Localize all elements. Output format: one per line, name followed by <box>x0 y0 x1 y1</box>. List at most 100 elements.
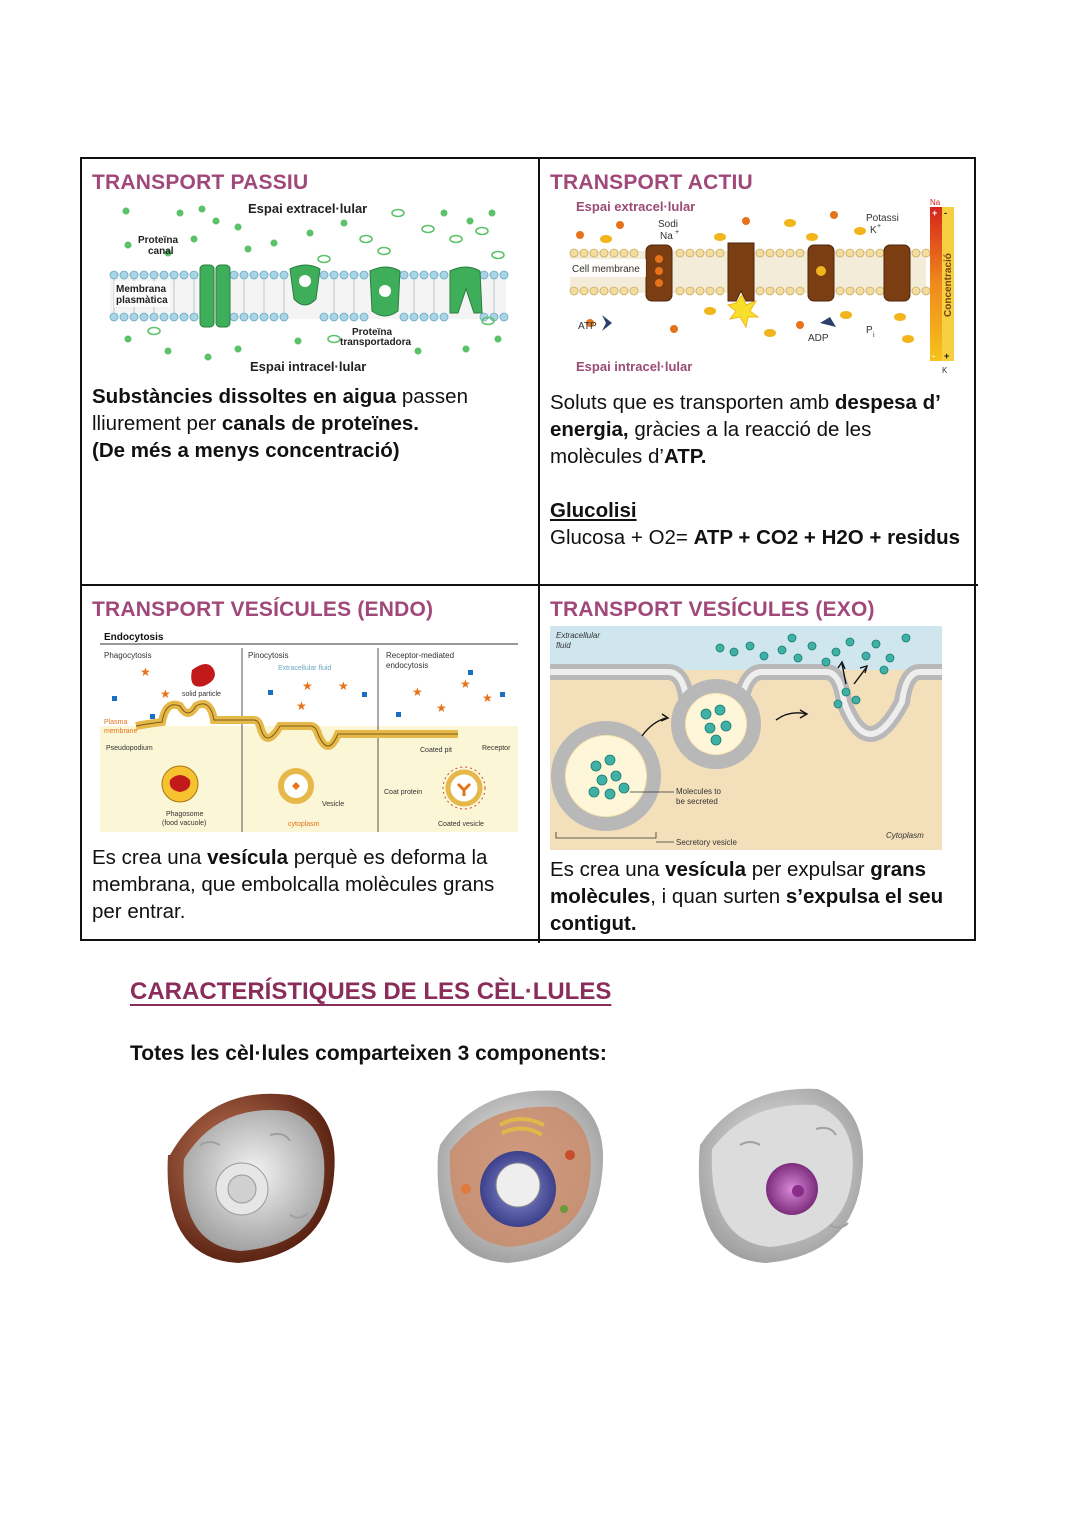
coated-vesicle-icon <box>442 766 486 810</box>
sodium-ions <box>576 211 838 333</box>
passive-note: (De més a menys concentració) <box>92 439 400 462</box>
coat-protein-label: Coat protein <box>384 789 422 796</box>
svg-text:i: i <box>873 332 875 339</box>
extracellular-fluid-label-2: fluid <box>556 641 571 650</box>
svg-text:+: + <box>675 229 679 236</box>
extracellular-particles: ★ ★ ★ ★ ★ ★ ★ ★ ★ <box>112 665 505 719</box>
energy-burst-icon <box>726 293 760 329</box>
solid-particle-icon <box>191 664 215 687</box>
carrier-molecules <box>147 208 505 344</box>
cell-cytoplasm-illustration <box>437 1090 604 1263</box>
secretory-vesicle-label: Secretory vesicle <box>676 838 737 847</box>
active-text-1: Soluts que es transporten amb <box>550 391 835 414</box>
svg-text:-: - <box>944 208 947 218</box>
exo-title: TRANSPORT VESÍCULES (EXO) <box>550 598 875 621</box>
section-intro: Totes les cèl·lules comparteixen 3 compo… <box>130 1042 607 1065</box>
carrier-protein-label-2: transportadora <box>340 337 412 348</box>
pinocytosis-label: Pinocytosis <box>248 651 288 660</box>
passive-title: TRANSPORT PASSIU <box>92 171 309 194</box>
endo-text-2: perquè es deforma la membrana, que embol… <box>92 846 495 923</box>
plasma-membrane-label-2: membrane <box>104 728 138 735</box>
molecules-label-1: Molecules to <box>676 787 721 796</box>
active-transport-cell: TRANSPORT ACTIU <box>540 159 978 586</box>
extracellular-fluid-label: Extracellular fluid <box>278 665 331 672</box>
svg-text:+: + <box>944 351 949 361</box>
phagosome-label-1: Phagosome <box>166 811 203 818</box>
svg-text:★: ★ <box>302 679 313 693</box>
phagosome-label-2: (food vacuole) <box>162 820 206 827</box>
secretory-vesicle-icon <box>551 721 661 831</box>
endo-description: Es crea una vesícula perquè es deforma l… <box>92 844 528 925</box>
active-description: Soluts que es transporten amb despesa d’… <box>550 389 968 551</box>
endo-text-1: Es crea una <box>92 846 208 869</box>
sodium-symbol: Na <box>660 231 673 242</box>
extracellular-fluid-label-1: Extracellular <box>556 631 600 640</box>
pseudopodium-label: Pseudopodium <box>106 745 153 752</box>
exo-text-2: per expulsar <box>746 858 871 881</box>
channel-protein-icon <box>199 264 231 328</box>
vesicle-label: Vesicle <box>322 801 344 808</box>
vesicle-icon <box>278 768 314 804</box>
svg-text:+: + <box>877 223 881 230</box>
receptor-mediated-label-2: endocytosis <box>386 661 428 670</box>
coated-pit-label: Coated pit <box>420 747 452 754</box>
channel-protein-label-2: canal <box>148 246 174 257</box>
svg-text:★: ★ <box>160 687 171 701</box>
phagosome-icon <box>161 765 199 803</box>
concentration-label: Concentració <box>943 253 954 317</box>
molecules-label-2: be secreted <box>676 797 718 806</box>
phagocytosis-label: Phagocytosis <box>104 651 152 660</box>
passive-bold-2: canals de proteïnes. <box>221 412 419 435</box>
section-title: CARACTERÍSTIQUES DE LES CÈL·LULES <box>130 978 612 1005</box>
potassium-symbol: K <box>870 225 877 236</box>
active-transport-diagram: Cell membrane Espai extracel·lular Espai… <box>569 199 954 375</box>
glucolisi-heading: Glucolisi <box>550 499 637 522</box>
passive-transport-diagram: Espai extracel·lular Espai intracel·lula… <box>109 201 509 374</box>
potassium-label: Potassi <box>866 213 899 224</box>
passive-bold-1: Substàncies dissoltes en aigua <box>92 385 397 408</box>
channel-protein-label-1: Proteïna <box>138 235 178 246</box>
endo-transport-cell: TRANSPORT VESÍCULES (ENDO) Endocytosis P… <box>82 586 540 943</box>
cytoplasm-label: cytoplasm <box>288 821 320 828</box>
svg-text:★: ★ <box>140 665 151 679</box>
endocytosis-diagram: Endocytosis Phagocytosis Pinocytosis Rec… <box>92 626 522 836</box>
cell-membrane-illustration <box>167 1093 335 1263</box>
endo-bold-1: vesícula <box>207 846 289 869</box>
receptor-mediated-label-1: Receptor-mediated <box>386 651 454 660</box>
exo-description: Es crea una vesícula per expulsar grans … <box>550 856 968 937</box>
exo-bold-1: vesícula <box>665 858 747 881</box>
membrane-label-2: plasmàtica <box>116 295 168 306</box>
solute-molecules <box>122 205 502 361</box>
endo-title: TRANSPORT VESÍCULES (ENDO) <box>92 598 434 621</box>
svg-text:★: ★ <box>460 677 471 691</box>
secreted-molecules <box>588 633 911 800</box>
glucolisi-equation-products: ATP + CO2 + H2O + residus <box>693 526 961 549</box>
adp-label: ADP <box>808 333 829 344</box>
cytoplasm-label: Cytoplasm <box>886 831 924 840</box>
endocytosis-heading: Endocytosis <box>104 632 164 643</box>
carrier-protein-label-1: Proteïna <box>352 327 392 338</box>
active-bold-1: despesa d’ energia, <box>550 391 940 441</box>
exo-text-1: Es crea una <box>550 858 666 881</box>
cell-membrane-label: Cell membrane <box>572 264 640 275</box>
solid-particle-label: solid particle <box>182 691 221 698</box>
passive-intracellular-label: Espai intracel·lular <box>250 359 366 374</box>
plasma-membrane-label-1: Plasma <box>104 719 127 726</box>
active-bold-2: ATP. <box>663 445 707 468</box>
svg-text:★: ★ <box>412 685 423 699</box>
active-title: TRANSPORT ACTIU <box>550 171 753 194</box>
glucolisi-equation-start: Glucosa + O2= <box>550 526 694 549</box>
k-bar-label: K <box>942 366 948 375</box>
svg-text:★: ★ <box>338 679 349 693</box>
exocytosis-diagram: Extracellular fluid Molecules to be secr… <box>550 626 942 850</box>
potassium-ions <box>600 219 914 343</box>
transport-table: TRANSPORT PASSIU <box>80 157 978 943</box>
svg-text:★: ★ <box>296 699 307 713</box>
cell-nucleus-illustration <box>698 1088 864 1263</box>
fusing-vesicle-icon <box>671 679 761 769</box>
svg-text:+: + <box>932 208 937 218</box>
exo-transport-cell: TRANSPORT VESÍCULES (EXO) <box>540 586 978 943</box>
active-extracellular-label: Espai extracel·lular <box>576 199 695 214</box>
exo-text-3: , i quan surten <box>650 885 786 908</box>
svg-text:★: ★ <box>436 701 447 715</box>
